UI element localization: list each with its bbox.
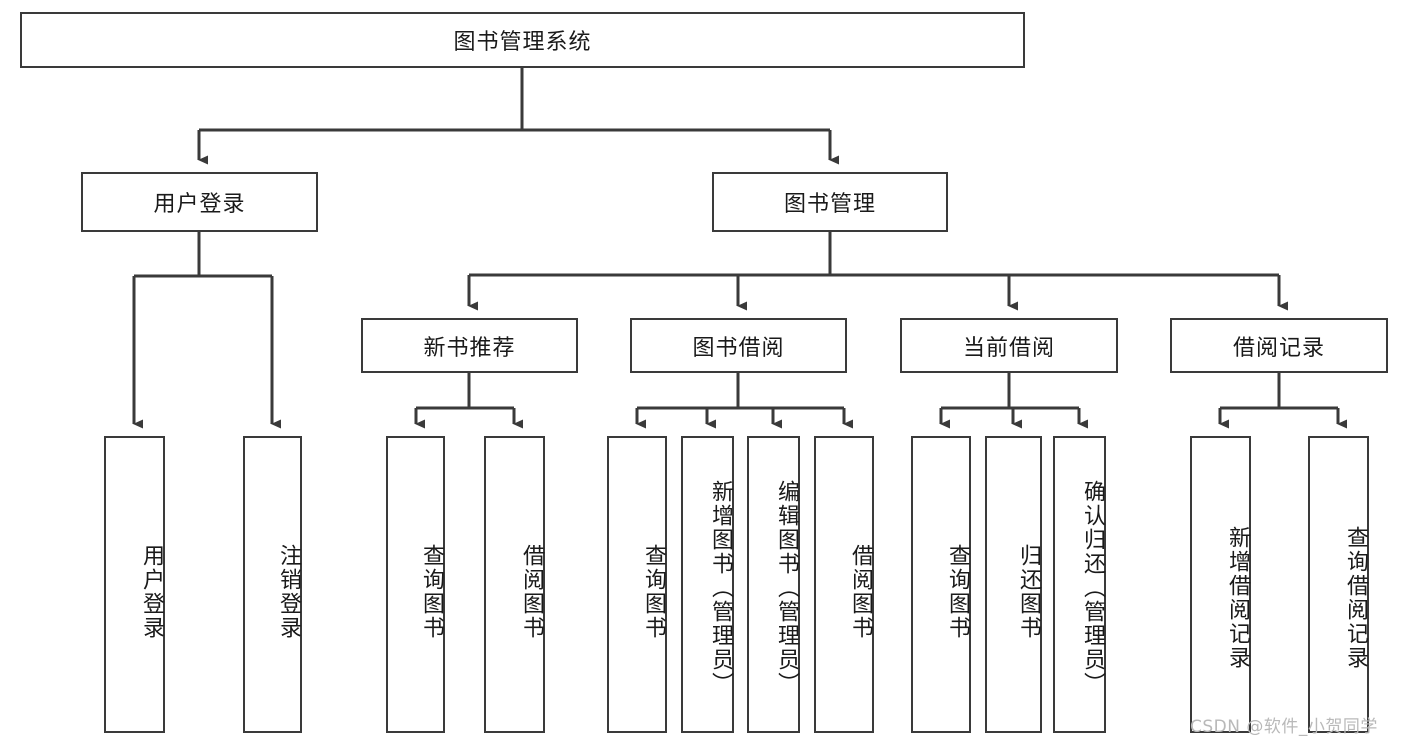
node-label: 借阅记录 — [1232, 335, 1325, 361]
node-user-login[interactable]: 用户登录 — [81, 172, 318, 232]
node-root[interactable]: 图书管理系统 — [20, 12, 1025, 68]
node-label: 查询图书 — [945, 543, 970, 640]
node-label: 查询借阅记录 — [1343, 525, 1368, 670]
csdn-watermark: CSDN @软件_小贺同学 — [1190, 717, 1378, 737]
node-leaf-query-book-3[interactable]: 查询图书 — [911, 436, 971, 733]
node-label: 查询图书 — [419, 543, 444, 640]
node-leaf-add-book[interactable]: 新增图书（管理员） — [681, 436, 734, 733]
node-label: 确认归还（管理员） — [1080, 479, 1105, 696]
node-leaf-return-book[interactable]: 归还图书 — [985, 436, 1042, 733]
node-label: 借阅图书 — [848, 543, 873, 640]
node-label: 新书推荐 — [423, 335, 516, 361]
node-leaf-query-book-1[interactable]: 查询图书 — [386, 436, 445, 733]
node-label: 归还图书 — [1016, 543, 1041, 640]
node-label: 新增图书（管理员） — [708, 479, 733, 696]
node-label: 注销登录 — [276, 543, 301, 640]
node-borrow-record[interactable]: 借阅记录 — [1170, 318, 1388, 373]
node-leaf-query-book-2[interactable]: 查询图书 — [607, 436, 667, 733]
node-label: 图书借阅 — [692, 335, 785, 361]
node-label: 用户登录 — [139, 543, 164, 640]
node-leaf-user-login[interactable]: 用户登录 — [104, 436, 165, 733]
node-label: 图书管理 — [783, 192, 876, 217]
node-label: 当前借阅 — [962, 335, 1055, 361]
node-book-borrow[interactable]: 图书借阅 — [630, 318, 847, 373]
node-leaf-logout[interactable]: 注销登录 — [243, 436, 302, 733]
node-label: 用户登录 — [153, 192, 246, 217]
node-book-manage[interactable]: 图书管理 — [712, 172, 948, 232]
node-label: 新增借阅记录 — [1225, 525, 1250, 670]
node-leaf-query-record[interactable]: 查询借阅记录 — [1308, 436, 1369, 733]
node-leaf-borrow-book-1[interactable]: 借阅图书 — [484, 436, 545, 733]
node-leaf-borrow-book-2[interactable]: 借阅图书 — [814, 436, 874, 733]
node-label: 借阅图书 — [519, 543, 544, 640]
node-label: 图书管理系统 — [453, 30, 592, 55]
node-leaf-add-record[interactable]: 新增借阅记录 — [1190, 436, 1251, 733]
node-current-borrow[interactable]: 当前借阅 — [900, 318, 1118, 373]
node-leaf-edit-book[interactable]: 编辑图书（管理员） — [747, 436, 800, 733]
node-label: 查询图书 — [641, 543, 666, 640]
node-leaf-confirm-return[interactable]: 确认归还（管理员） — [1053, 436, 1106, 733]
node-label: 编辑图书（管理员） — [774, 479, 799, 696]
node-new-book-rec[interactable]: 新书推荐 — [361, 318, 578, 373]
